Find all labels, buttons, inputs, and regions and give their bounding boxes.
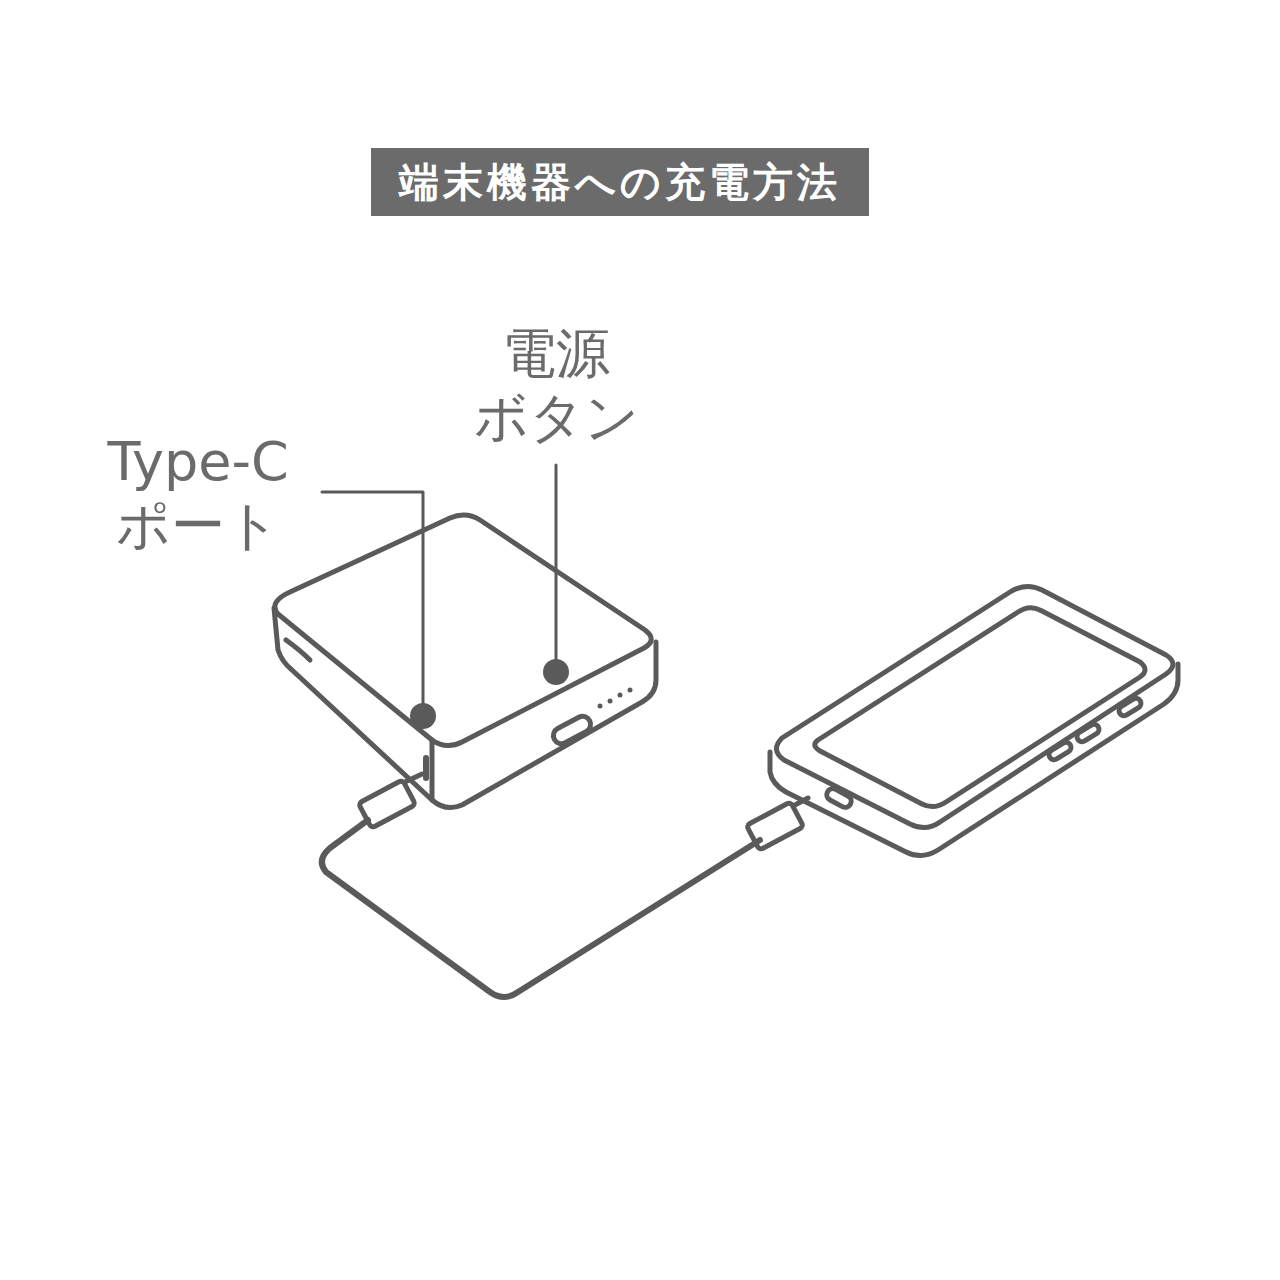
callout-dot [410, 703, 436, 729]
led-dots [598, 688, 633, 709]
power-bank [274, 515, 656, 808]
smartphone [770, 586, 1178, 855]
leader-line [555, 465, 558, 660]
cable [322, 774, 808, 997]
part-label: Type-C ポート [91, 430, 306, 558]
leader-line [322, 492, 423, 704]
callout-dot [543, 659, 569, 685]
part-label: 電源 ボタン [471, 322, 641, 450]
title-band: 端末機器への充電方法 [371, 148, 869, 216]
